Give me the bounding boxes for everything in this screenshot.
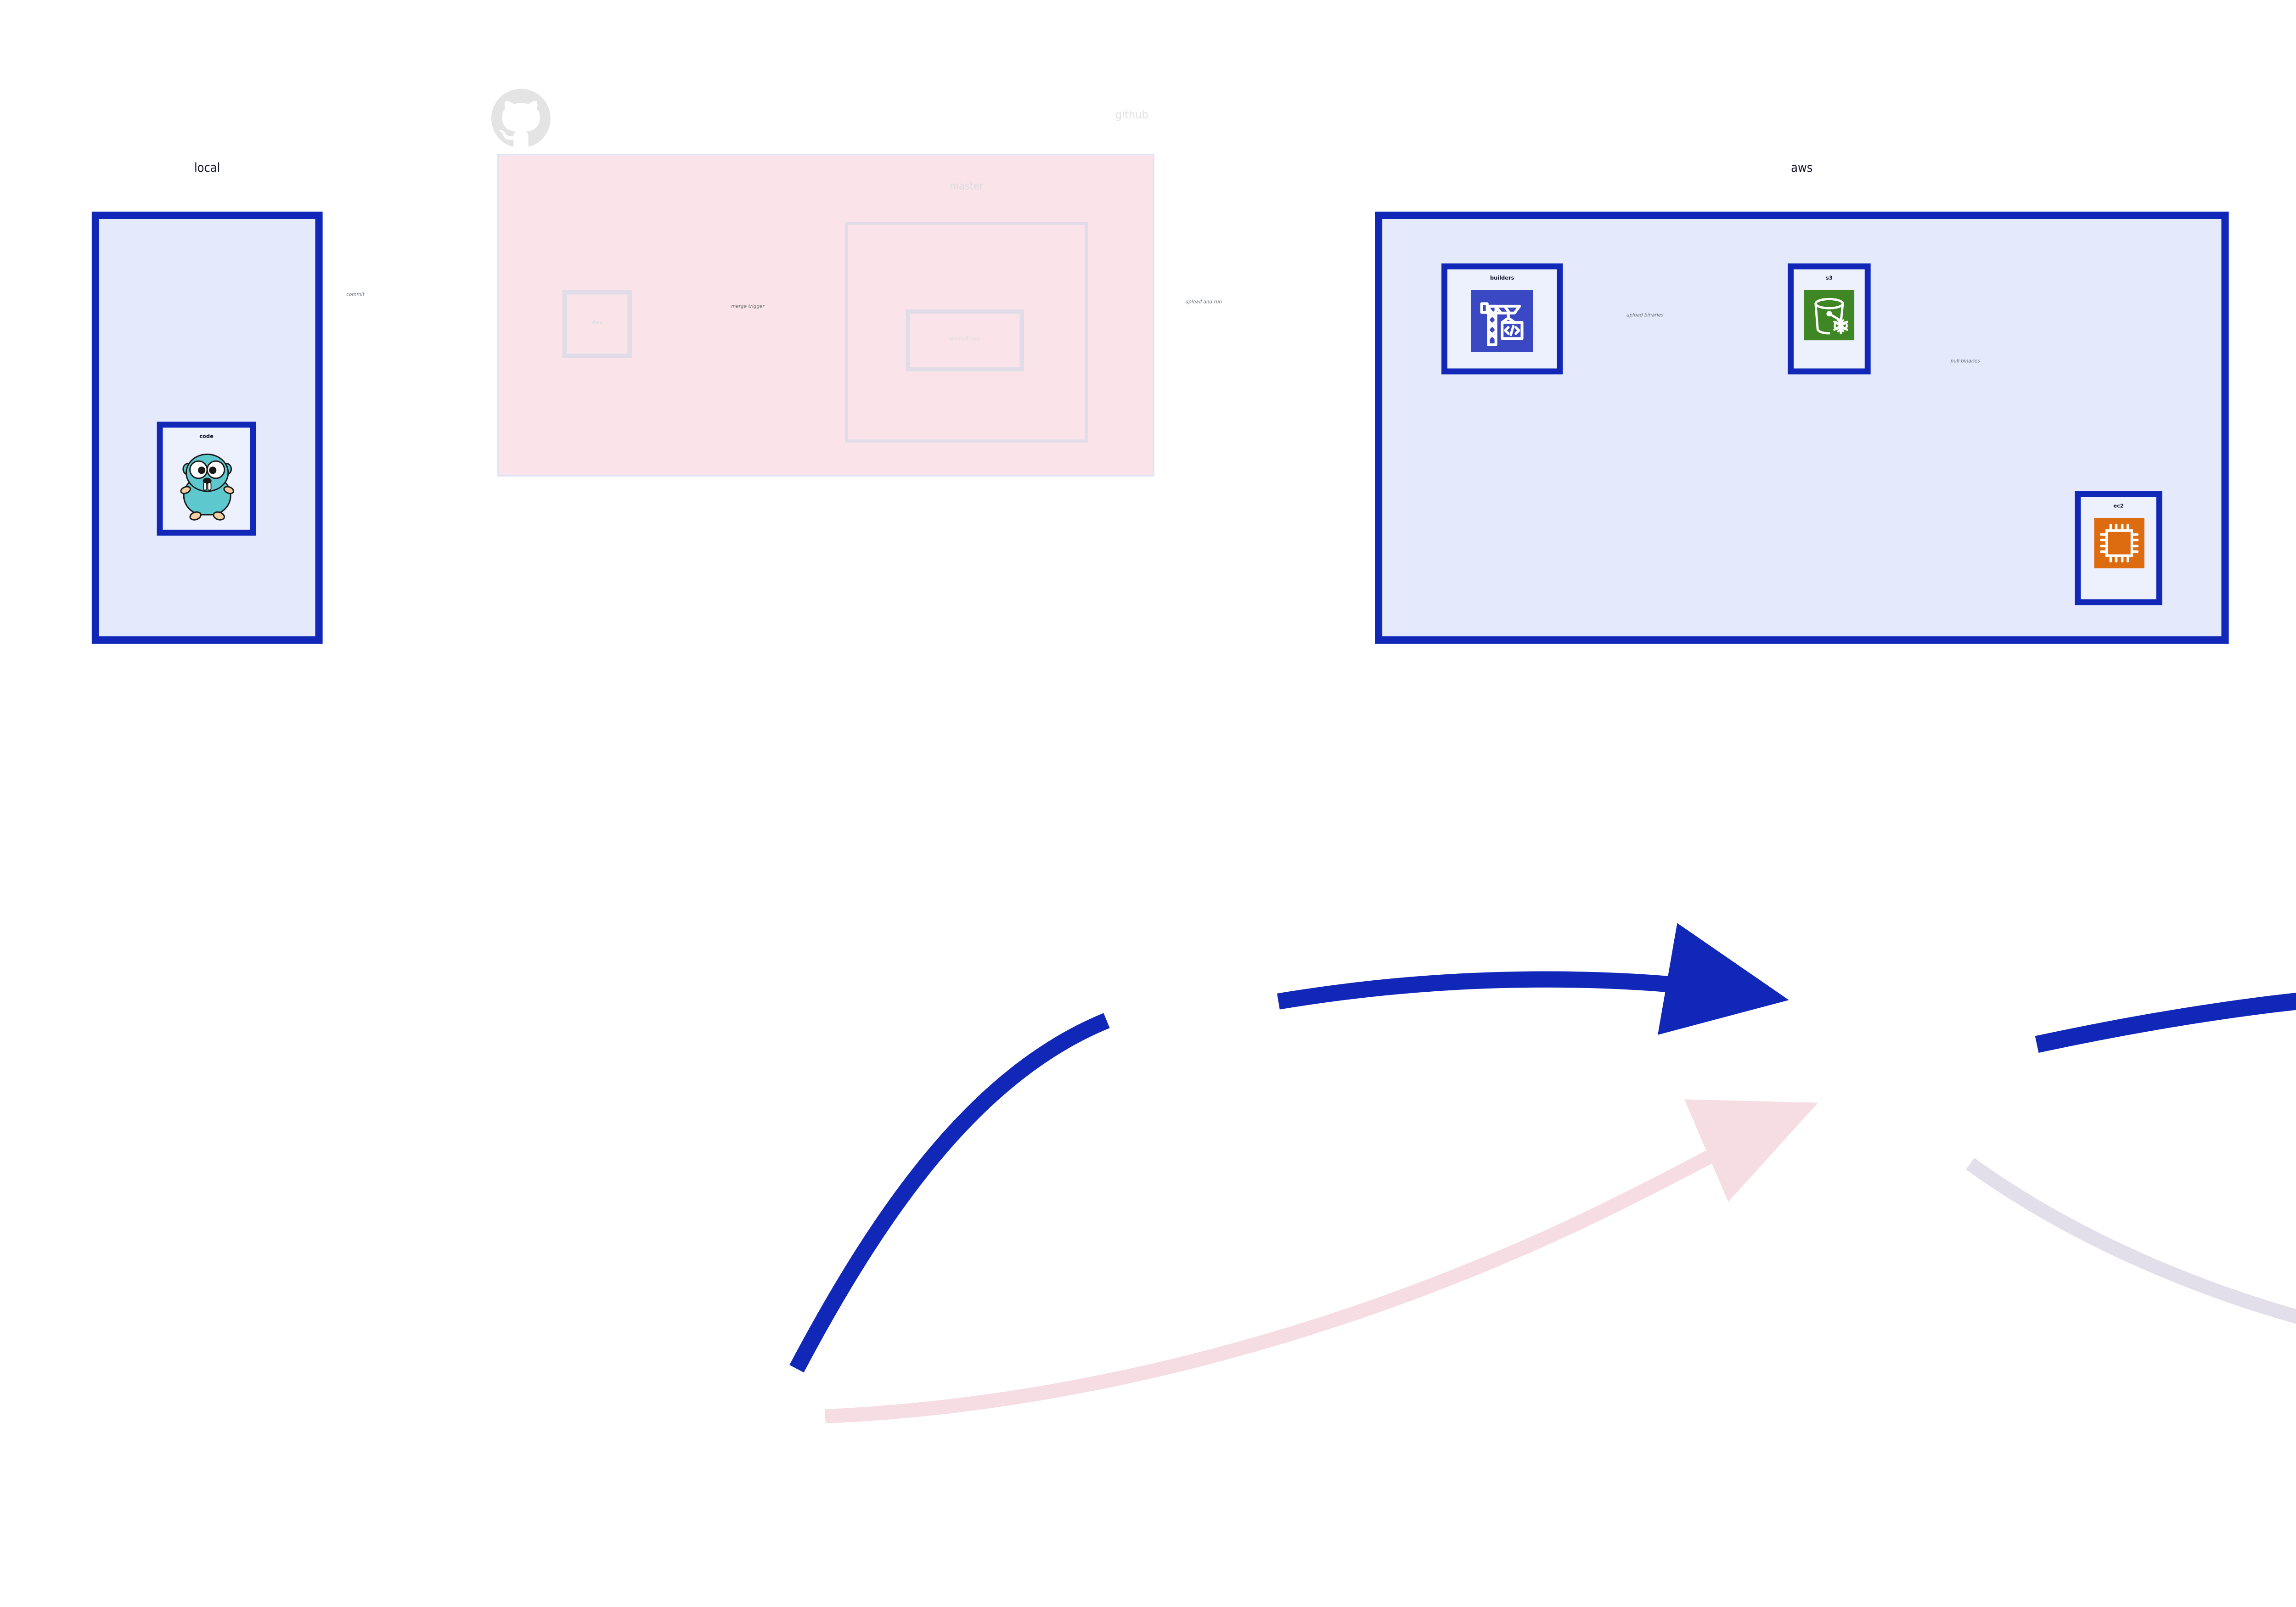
edge-label-upload-binaries: upload binaries [1626, 312, 1664, 318]
edge-commit-seg1 [789, 1013, 1110, 1373]
cluster-local-label: local [194, 160, 220, 175]
node-builders-label: builders [1490, 275, 1514, 281]
cluster-github-label: github [1115, 108, 1149, 122]
github-octocat-icon [491, 84, 551, 152]
cluster-github: github [497, 109, 1155, 477]
aws-crane-builder-icon [1471, 289, 1534, 357]
node-code-label: code [199, 433, 214, 440]
cluster-master: master [845, 180, 1088, 443]
edge-label-commit: commit [346, 291, 365, 298]
node-code[interactable]: code [157, 421, 256, 536]
aws-ec2-cpu-icon [2093, 517, 2144, 573]
node-s3[interactable]: s3 [1788, 263, 1871, 375]
node-workflows-label: workflows [950, 336, 980, 343]
node-workflows[interactable]: workflows [906, 309, 1024, 371]
cluster-aws-label: aws [1791, 160, 1813, 175]
edge-label-pull-binaries: pull binaries [1950, 358, 1981, 364]
aws-s3-glacier-bucket-icon [1804, 289, 1855, 345]
diagram-canvas: github master local aws code [0, 84, 2296, 1424]
node-s3-label: s3 [1826, 275, 1833, 281]
edge-label-merge-trigger: merge trigger [731, 303, 765, 309]
go-gopher-icon [175, 446, 237, 526]
edge-commit-seg2 [1277, 923, 1789, 1035]
cluster-master-label: master [950, 179, 984, 192]
node-builders[interactable]: builders [1441, 263, 1563, 375]
diagram-title: Hotfix deployment [0, 672, 2296, 694]
node-dev[interactable]: dev [562, 290, 632, 358]
node-ec2[interactable]: ec2 [2075, 491, 2162, 606]
node-dev-label: dev [591, 320, 603, 326]
cluster-master-body [845, 222, 1088, 443]
node-ec2-label: ec2 [2113, 503, 2124, 509]
edge-label-upload-and-run: upload and run [1185, 299, 1222, 305]
cluster-github-body [497, 154, 1155, 477]
edge-merge-seg1 [2035, 993, 2296, 1053]
